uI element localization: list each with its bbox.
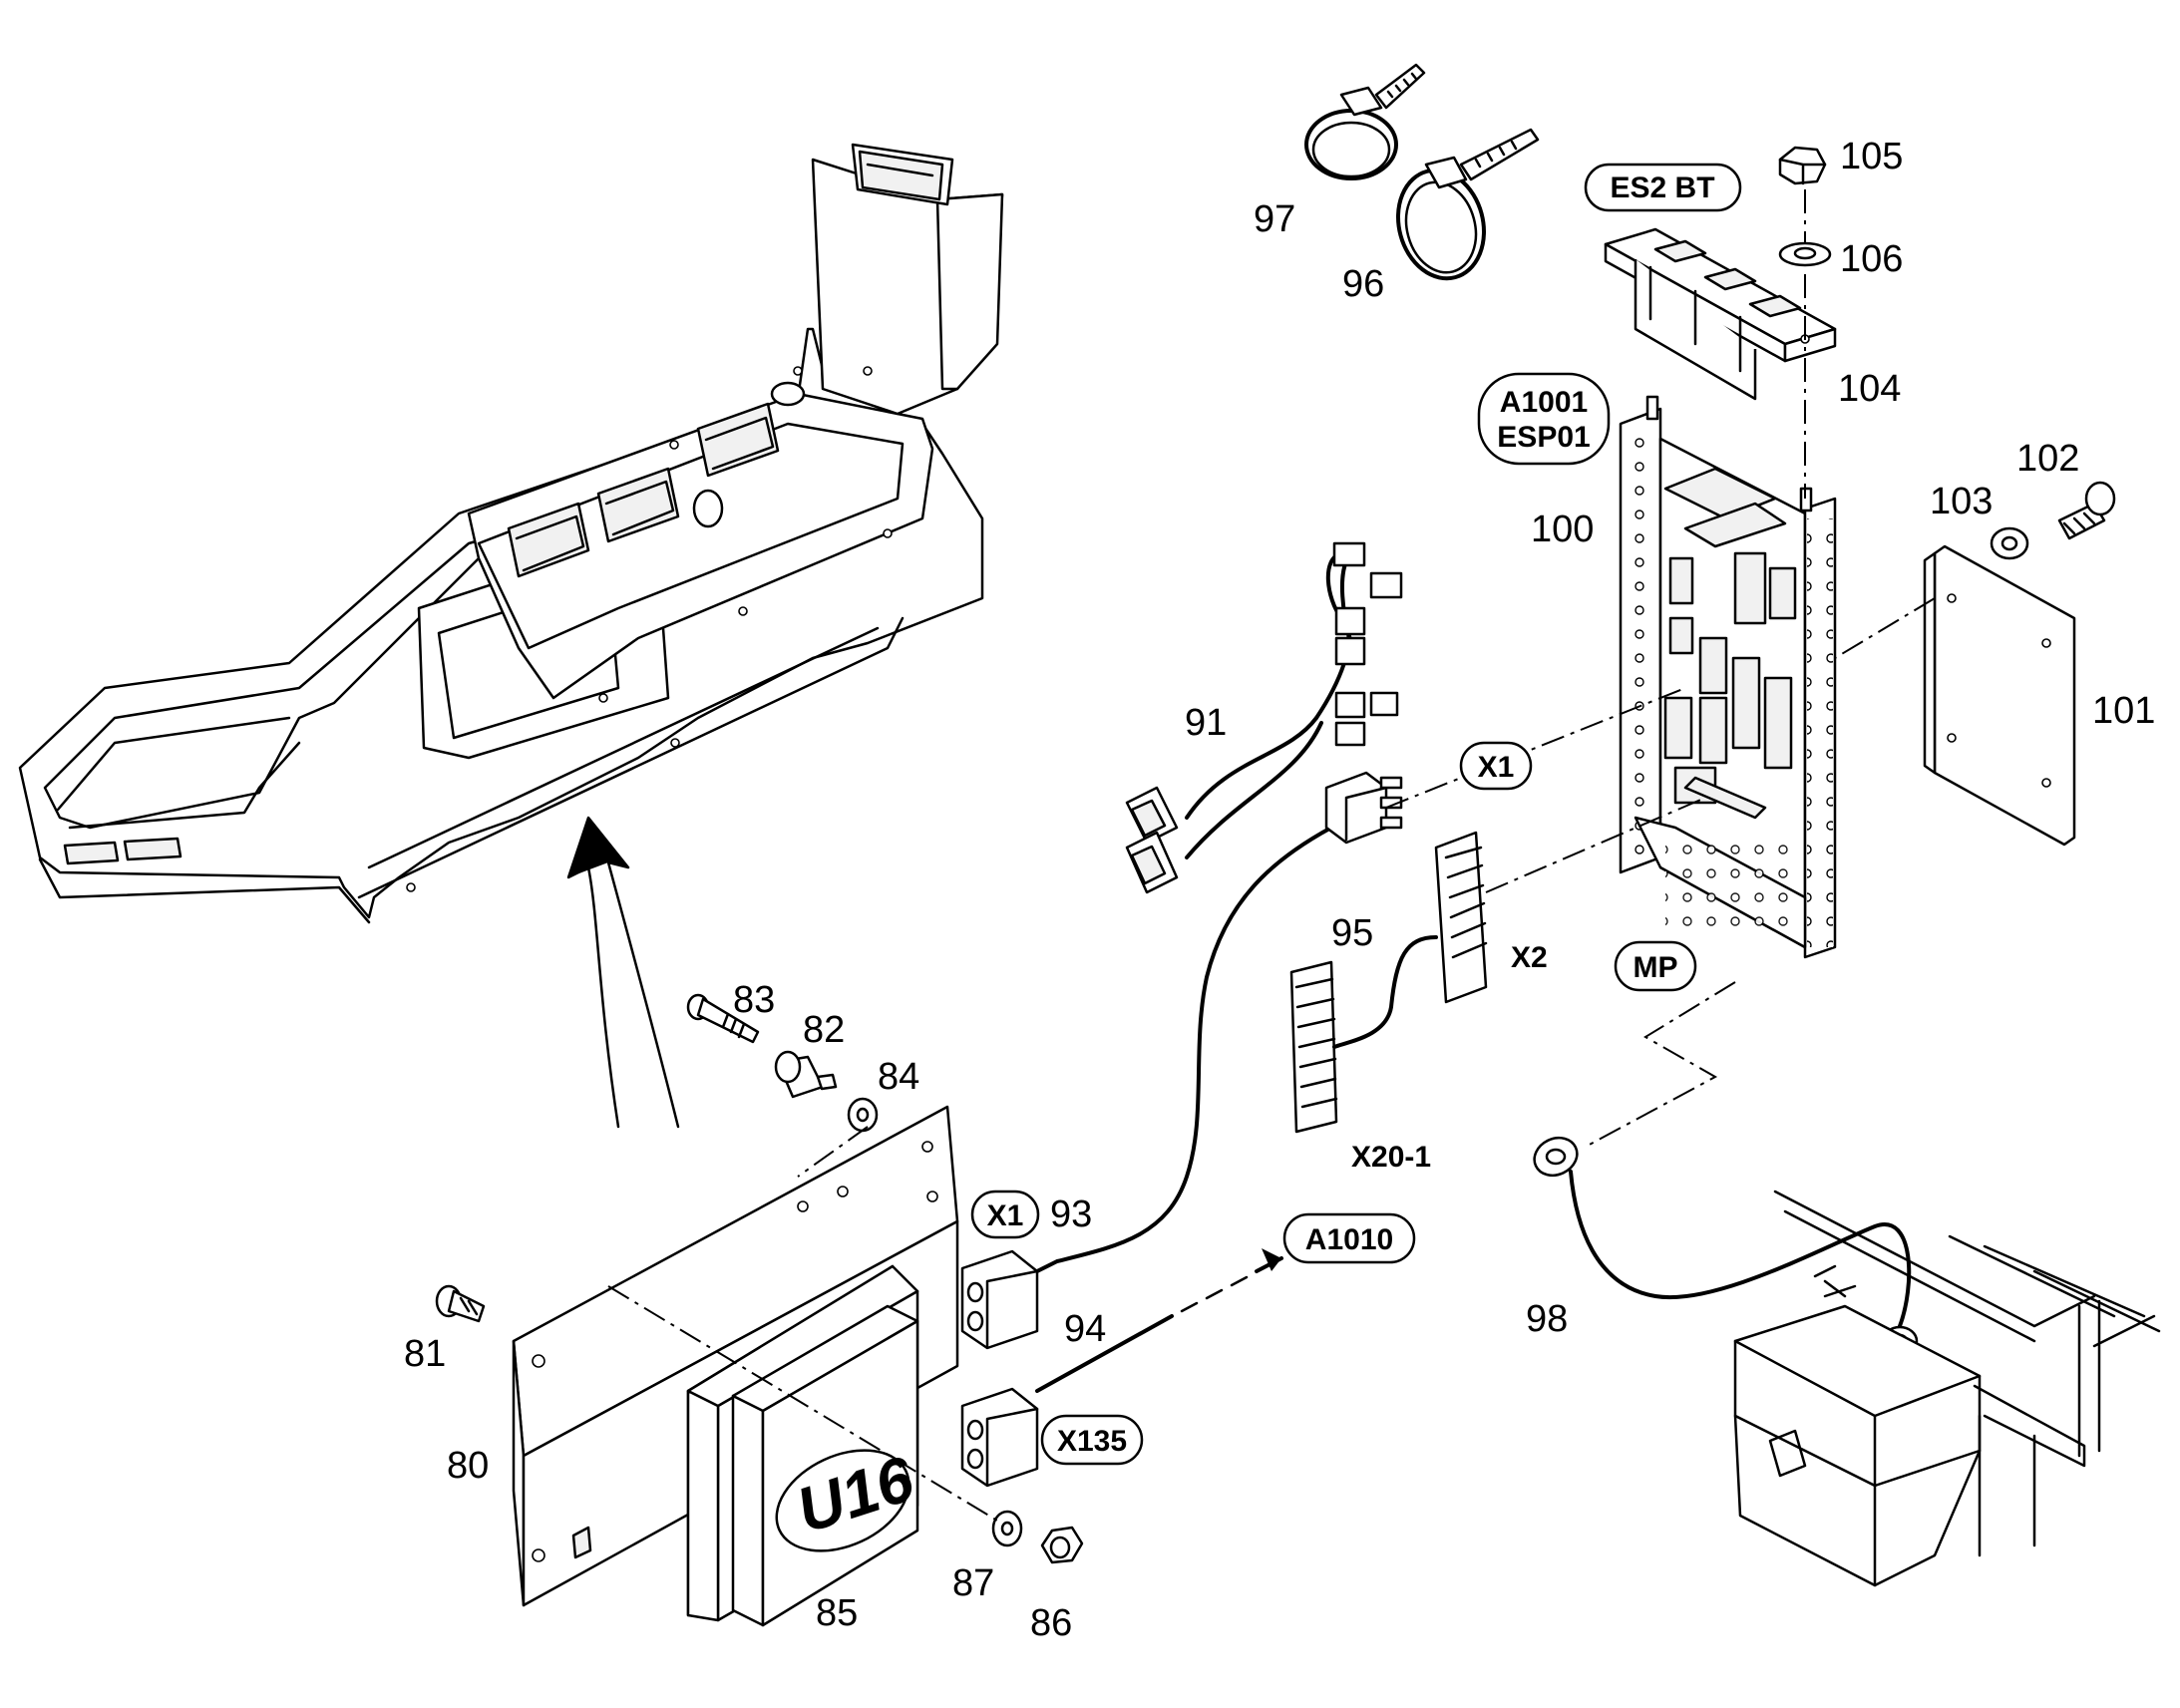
tag-es2bt: ES2 BT	[1584, 163, 1742, 212]
svg-text:MP: MP	[1634, 951, 1678, 984]
bracket-104	[1604, 227, 1837, 401]
pcb-assembly-100	[1619, 395, 1837, 959]
callout-98: 98	[1526, 1298, 1568, 1340]
connector-x2	[1434, 831, 1488, 1004]
callout-101: 101	[2092, 690, 2155, 732]
callout-86: 86	[1030, 1602, 1072, 1644]
tag-a1001-esp01: A1001 ESP01	[1477, 372, 1611, 466]
nut-105	[1778, 146, 1827, 185]
chassis-frame	[1733, 1190, 2161, 1587]
tag-mp: MP	[1614, 940, 1697, 992]
callout-95: 95	[1331, 912, 1373, 954]
tag-x1-top: X1	[1459, 741, 1533, 791]
nut-86	[1040, 1526, 1084, 1564]
callout-102: 102	[2016, 438, 2079, 480]
tag-a1010: A1010	[1282, 1212, 1416, 1264]
plug-x1-bottom	[960, 1249, 1039, 1350]
callout-100: 100	[1531, 509, 1594, 550]
callout-numbers: 97 96 105 106 104 100 102 103 101 91 95 …	[404, 136, 2155, 1644]
callout-94: 94	[1064, 1308, 1106, 1350]
washer-106	[1778, 241, 1832, 267]
assembly-arrow	[566, 816, 680, 1129]
tag-x2: X2	[1511, 941, 1548, 974]
u16-module-85: U16	[686, 1264, 922, 1627]
screw-83	[686, 993, 760, 1044]
cable-93	[1035, 771, 1403, 1273]
washer-84	[847, 1097, 879, 1133]
screw-102	[2057, 481, 2116, 540]
tag-x20-1: X20-1	[1351, 1141, 1431, 1174]
callout-103: 103	[1930, 481, 1993, 522]
connector-x20-1	[1289, 935, 1438, 1134]
callout-105: 105	[1840, 136, 1903, 177]
washer-103	[1990, 526, 2029, 560]
washer-87	[991, 1510, 1023, 1547]
callout-84: 84	[878, 1056, 919, 1098]
callout-104: 104	[1838, 368, 1901, 410]
callout-80: 80	[447, 1445, 489, 1487]
svg-text:X1: X1	[1478, 751, 1515, 784]
callout-87: 87	[952, 1562, 994, 1604]
plate-101	[1923, 544, 2076, 847]
svg-text:ESP01: ESP01	[1497, 421, 1590, 454]
svg-text:ES2 BT: ES2 BT	[1610, 171, 1714, 204]
svg-text:X1: X1	[987, 1199, 1024, 1232]
screw-81	[435, 1284, 486, 1323]
callout-83: 83	[733, 979, 775, 1021]
tag-x1-bottom: X1	[970, 1190, 1040, 1239]
alignment-lines	[607, 189, 1936, 1522]
callout-82: 82	[803, 1009, 845, 1051]
tag-x135: X135	[1040, 1414, 1144, 1466]
svg-text:X135: X135	[1057, 1425, 1127, 1458]
standoff-82	[774, 1050, 838, 1099]
cable-94	[960, 1248, 1283, 1488]
harness-91	[1125, 541, 1403, 894]
console-housing	[18, 143, 1004, 924]
callout-106: 106	[1840, 238, 1903, 280]
svg-text:A1001: A1001	[1500, 386, 1588, 419]
callout-96: 96	[1342, 263, 1384, 305]
callout-85: 85	[816, 1592, 858, 1634]
callout-97: 97	[1254, 198, 1295, 240]
cable-tie-97	[1304, 63, 1426, 180]
svg-text:A1010: A1010	[1305, 1223, 1393, 1256]
callout-91: 91	[1185, 702, 1227, 744]
callout-81: 81	[404, 1333, 446, 1375]
cable-tie-96	[1396, 128, 1540, 281]
callout-93: 93	[1050, 1194, 1092, 1235]
